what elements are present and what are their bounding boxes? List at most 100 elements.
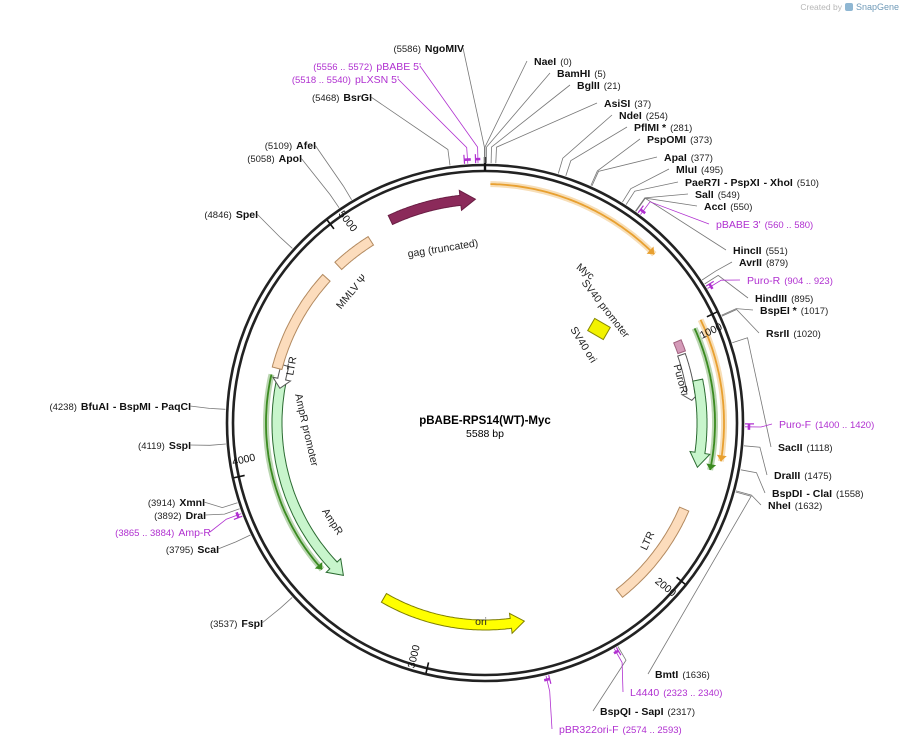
enzyme-name: BspEI * [760, 305, 798, 317]
site-label-pflmi[interactable]: PflMI *(281) [634, 122, 692, 134]
primer-binding-tick [615, 647, 622, 656]
site-label-pspomi[interactable]: PspOMI(373) [647, 134, 712, 146]
feature-sv40-promoter-arrow[interactable] [677, 352, 702, 402]
site-label-sacii[interactable]: SacII(1118) [778, 442, 833, 454]
site-label-afei[interactable]: (5109)AfeI [265, 140, 316, 152]
site-label-xmni[interactable]: (3914)XmnI [148, 497, 205, 509]
enzyme-name: PflMI * [634, 122, 667, 134]
primer-leader-line [707, 279, 741, 289]
enzyme-name: AvrII [739, 257, 762, 269]
site-leader-line [261, 597, 293, 624]
site-label-ndei[interactable]: NdeI(254) [619, 110, 668, 122]
site-label-paer7i-pspxi-xhoi[interactable]: PaeR7I- PspXI- XhoI(510) [685, 177, 819, 189]
site-leader-line [647, 491, 752, 675]
primer-range: (904 .. 923) [784, 276, 833, 287]
primer-name: pBR322ori-F [559, 724, 619, 736]
primer-label-amp-r[interactable]: (3865 .. 3884)Amp-R [115, 527, 211, 539]
cut-position: (4238) [49, 402, 76, 413]
site-leader-line [462, 47, 485, 163]
primer-label-pbabe-5[interactable]: (5556 .. 5572)pBABE 5' [313, 61, 421, 73]
enzyme-name: BglII [577, 80, 600, 92]
primer-label-pbr322ori-f[interactable]: pBR322ori-F(2574 .. 2593) [559, 724, 682, 736]
tick-label: 4000 [231, 452, 257, 469]
site-label-fspi[interactable]: (3537)FspI [210, 618, 263, 630]
site-label-avrii[interactable]: AvrII(879) [739, 257, 788, 269]
feature-ampr-arrow[interactable] [271, 377, 345, 577]
feature-ltr-arrow[interactable] [271, 273, 331, 371]
site-label-scai[interactable]: (3795)ScaI [166, 544, 219, 556]
enzyme-name: NdeI [619, 110, 642, 122]
cut-position: (21) [604, 81, 621, 92]
feature-ori-arrow[interactable] [380, 592, 526, 635]
site-label-hindiii[interactable]: HindIII(895) [755, 293, 813, 305]
primer-label-puro-f[interactable]: Puro-F(1400 .. 1420) [779, 419, 874, 431]
site-label-naei[interactable]: NaeI(0) [534, 56, 572, 68]
primer-label-pbabe-3[interactable]: pBABE 3'(560 .. 580) [716, 219, 813, 231]
site-label-bspei[interactable]: BspEI *(1017) [760, 305, 828, 317]
site-label-spei[interactable]: (4846)SpeI [204, 209, 258, 221]
cut-position: (5109) [265, 141, 292, 152]
site-label-rsrii[interactable]: RsrII(1020) [766, 328, 821, 340]
site-label-bamhi[interactable]: BamHI(5) [557, 68, 606, 80]
site-label-apai[interactable]: ApaI(377) [664, 152, 713, 164]
site-label-acci[interactable]: AccI(550) [704, 201, 752, 213]
site-leader-line [743, 445, 768, 476]
feature-myc-arrow[interactable] [673, 339, 687, 355]
site-label-apoi[interactable]: (5058)ApoI [247, 153, 302, 165]
feature-puror-arrow[interactable] [689, 378, 711, 469]
site-leader-line [203, 501, 238, 509]
orf-ampr-green[interactable] [265, 374, 323, 570]
site-leader-line [314, 144, 352, 201]
site-label-hincii[interactable]: HincII(551) [733, 245, 788, 257]
orf-upper-orange[interactable] [490, 183, 655, 255]
enzyme-name: - ClaI [806, 488, 832, 500]
feature-mmlv-arrow[interactable] [334, 235, 375, 271]
feature-ampr-promoter-arrow[interactable] [271, 363, 292, 390]
site-label-bspdi-clai[interactable]: BspDI- ClaI(1558) [772, 488, 863, 500]
orf-right-green[interactable] [693, 328, 716, 471]
feature-ltr-arrow[interactable] [615, 506, 690, 599]
cut-position: (3914) [148, 498, 175, 509]
site-label-nhei[interactable]: NheI(1632) [768, 500, 822, 512]
site-label-asisi[interactable]: AsiSI(37) [604, 98, 651, 110]
site-label-sali[interactable]: SalI(549) [695, 189, 740, 201]
site-label-drai[interactable]: (3892)DraI [154, 510, 206, 522]
primer-leader-line [419, 65, 479, 164]
enzyme-name: SacII [778, 442, 803, 454]
site-leader-line [256, 213, 293, 249]
cut-position: (5468) [312, 93, 339, 104]
site-label-bspqi-sapi[interactable]: BspQI- SapI(2317) [600, 706, 695, 718]
site-leader-line [590, 138, 641, 186]
site-leader-line [484, 60, 528, 163]
site-leader-line [217, 534, 251, 550]
primer-label-puro-r[interactable]: Puro-R(904 .. 923) [747, 275, 833, 287]
primer-binding-tick [637, 205, 644, 214]
enzyme-name: PspOMI [647, 134, 686, 146]
cut-position: (495) [701, 165, 723, 176]
orf-upper-orange-halo [490, 181, 657, 257]
tick-mark [676, 576, 686, 585]
orf-right-orange[interactable] [699, 319, 725, 462]
site-label-sspi[interactable]: (4119)SspI [138, 440, 191, 452]
site-leader-line [732, 337, 772, 448]
feature-sv40-ori-box[interactable] [587, 317, 611, 341]
primer-label-plxsn-5[interactable]: (5518 .. 5540)pLXSN 5' [292, 74, 399, 86]
enzyme-name: BspDI [772, 488, 802, 500]
site-leader-line [204, 508, 240, 516]
site-label-bfuai-bspmi-paqci[interactable]: (4238)BfuAI- BspMI- PaqCI [49, 401, 191, 413]
site-label-ngomiv[interactable]: (5586)NgoMIV [393, 43, 464, 55]
cut-position: (3892) [154, 511, 181, 522]
cut-position: (5) [594, 69, 606, 80]
site-label-mlui[interactable]: MluI(495) [676, 164, 723, 176]
site-label-bglii[interactable]: BglII (21) [577, 80, 621, 92]
credit-brand: SnapGene [855, 2, 899, 12]
tick-label: 5000 [336, 208, 360, 234]
feature-label-ampr: AmpR [319, 506, 345, 537]
feature-gag-truncated-arrow[interactable] [387, 189, 477, 226]
primer-label-l4440[interactable]: L4440(2323 .. 2340) [630, 687, 722, 699]
site-label-bsrgi[interactable]: (5468)BsrGI [312, 92, 372, 104]
enzyme-name: NaeI [534, 56, 556, 68]
site-label-draiii[interactable]: DraIII(1475) [774, 470, 832, 482]
site-label-bmti[interactable]: BmtI(1636) [655, 669, 710, 681]
cut-position: (550) [730, 202, 752, 213]
